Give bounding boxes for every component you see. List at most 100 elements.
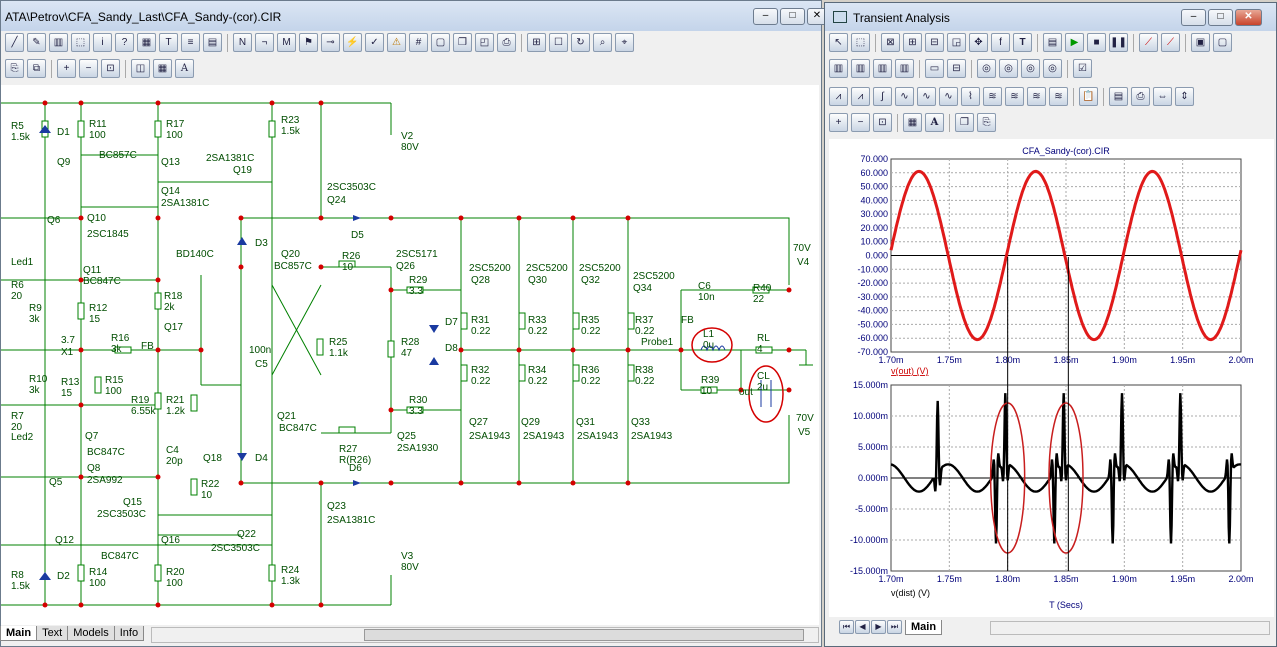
node-numbers-icon[interactable]: N (233, 33, 252, 52)
component-label[interactable]: FB (681, 315, 694, 326)
component-label[interactable]: 70V (793, 243, 811, 254)
maximize-button[interactable]: □ (1208, 9, 1233, 26)
multi-icon[interactable]: ≋ (983, 87, 1002, 106)
settings-icon[interactable]: ☑ (1073, 59, 1092, 78)
component-label[interactable]: D6 (349, 463, 362, 474)
wire-icon[interactable]: ⊸ (321, 33, 340, 52)
split-icon[interactable]: ⊟ (947, 59, 966, 78)
wave-icon[interactable]: ∿ (917, 87, 936, 106)
valley-icon[interactable]: ◎ (999, 59, 1018, 78)
multi2-icon[interactable]: ≋ (1005, 87, 1024, 106)
fall-icon[interactable]: ∿ (895, 87, 914, 106)
next-page-icon[interactable]: ▶ (871, 620, 886, 634)
binoculars-icon[interactable]: ⌖ (615, 33, 634, 52)
component-label[interactable]: BC847C (279, 423, 317, 434)
component-label[interactable]: Led2 (11, 432, 33, 443)
zoom-fit-icon[interactable]: ⊡ (101, 59, 120, 78)
step-icon[interactable]: ⌇ (961, 87, 980, 106)
component-label[interactable]: Q28 (471, 275, 490, 286)
prev-page-icon[interactable]: ◀ (855, 620, 870, 634)
component-label[interactable]: BD140C (176, 249, 214, 260)
scale-y-icon[interactable]: ⊟ (925, 33, 944, 52)
component-label[interactable]: D3 (255, 238, 268, 249)
component-label[interactable]: 100n (249, 345, 271, 356)
component-label[interactable]: Q34 (633, 283, 652, 294)
tag-icon[interactable]: ▣ (1191, 33, 1210, 52)
component-label[interactable]: Probe1 (641, 337, 673, 348)
table-icon[interactable]: ▤ (1109, 87, 1128, 106)
close-button[interactable]: ✕ (1235, 9, 1262, 26)
component-label[interactable]: Q22 (237, 529, 256, 540)
warning-icon[interactable]: ⚠ (387, 33, 406, 52)
grid-menu-icon[interactable]: ▦ (903, 113, 922, 132)
component-label[interactable]: Q33 (631, 417, 650, 428)
component-label[interactable]: Q10 (87, 213, 106, 224)
component-label[interactable]: Q21 (277, 411, 296, 422)
component-label[interactable]: D2 (57, 571, 70, 582)
component-label[interactable]: Q24 (327, 195, 346, 206)
rise-icon[interactable]: ∫ (873, 87, 892, 106)
stack-icon[interactable]: ▭ (925, 59, 944, 78)
component-label[interactable]: Q18 (203, 453, 222, 464)
font-icon[interactable]: A (175, 59, 194, 78)
model-text-icon[interactable]: M (277, 33, 296, 52)
component-label[interactable]: D8 (445, 343, 458, 354)
component-label[interactable]: 2SA1381C (327, 515, 375, 526)
snapshot-icon[interactable]: ◫ (131, 59, 150, 78)
checkbox-icon[interactable]: ☐ (549, 33, 568, 52)
tab-models[interactable]: Models (67, 626, 115, 641)
component-label[interactable]: Q6 (47, 215, 60, 226)
component-label[interactable]: V4 (797, 257, 809, 268)
zoom-box-icon[interactable]: ◲ (947, 33, 966, 52)
cursor-left-icon[interactable]: ⟋ (1139, 33, 1158, 52)
tab-text[interactable]: Text (36, 626, 69, 641)
print-icon[interactable]: ⎙ (497, 33, 516, 52)
component-label[interactable]: 3.7 (61, 335, 75, 346)
component-label[interactable]: Q9 (57, 157, 70, 168)
grid-toggle-icon[interactable]: ▦ (153, 59, 172, 78)
component-label[interactable]: 2SA1930 (397, 443, 438, 454)
minimize-button[interactable]: – (753, 8, 778, 25)
component-label[interactable]: Q20 (281, 249, 300, 260)
fit-y-icon[interactable]: ⇕ (1175, 87, 1194, 106)
inflection-icon[interactable]: ⩘ (851, 87, 870, 106)
select-mode-icon[interactable]: ⬚ (71, 33, 90, 52)
component-label[interactable]: Q12 (55, 535, 74, 546)
printer-icon[interactable]: ⎙ (1131, 87, 1150, 106)
slope-icon[interactable]: ⩘ (829, 87, 848, 106)
component-label[interactable]: C5 (255, 359, 268, 370)
component-label[interactable]: 2SC1845 (87, 229, 129, 240)
low-icon[interactable]: ◎ (1043, 59, 1062, 78)
last-page-icon[interactable]: ⏭ (887, 620, 902, 634)
fit-x-icon[interactable]: ⇔ (1153, 87, 1172, 106)
plot-4-icon[interactable]: ▥ (895, 59, 914, 78)
find-icon[interactable]: ⌕ (593, 33, 612, 52)
copy-icon[interactable]: ❐ (453, 33, 472, 52)
duplicate-icon[interactable]: ⧉ (27, 59, 46, 78)
stop-icon[interactable]: ■ (1087, 33, 1106, 52)
paste-icon[interactable]: ⎘ (977, 113, 996, 132)
multi4-icon[interactable]: ≋ (1049, 87, 1068, 106)
info-icon[interactable]: i (93, 33, 112, 52)
pointer-icon[interactable]: ↖ (829, 33, 848, 52)
component-label[interactable]: BC847C (87, 447, 125, 458)
